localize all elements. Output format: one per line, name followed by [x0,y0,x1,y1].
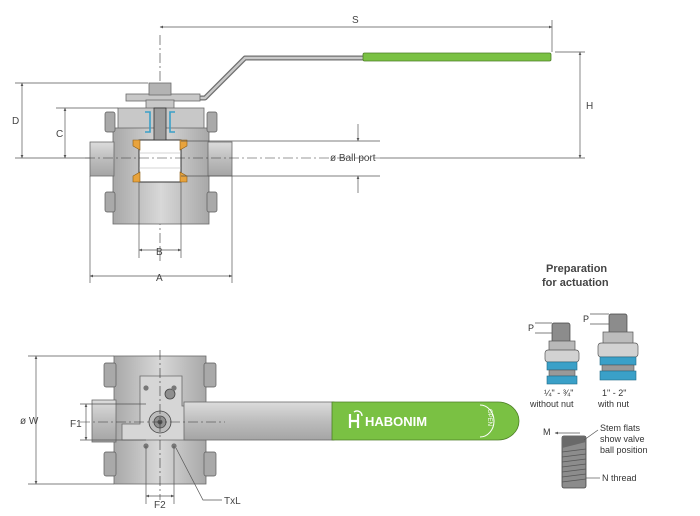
stem-with-nut-icon [597,313,639,381]
bottom-view-left-end [91,399,117,443]
seat-icon [179,171,188,183]
stop-pin-icon [164,388,176,400]
dimension-h-label: H [586,101,593,112]
bolt-icon [103,451,117,477]
bottom-view-handle-grip [331,401,520,441]
large-size-range: 1" - 2" [602,388,626,398]
bottom-view [80,350,520,500]
dimension-s-label: S [352,15,359,26]
habonim-logo-icon [348,410,363,428]
dimension-f2-label: F2 [154,500,166,511]
dimension-p-right-label: P [583,314,589,324]
dimension-a-label: A [156,273,163,284]
dimension-f1-label: F1 [70,419,82,430]
dimension-b-label: B [156,247,163,258]
top-view-left-end [89,141,115,177]
stem-note-line1: Stem flats [600,423,641,433]
stem-without-nut-icon [544,322,580,385]
bolt-icon [103,362,117,388]
stem-note-line3: ball position [600,445,648,455]
threaded-stem-icon [561,435,587,489]
small-size-note: without nut [529,399,574,409]
bolt-icon [206,191,218,213]
dimension-txl-label: TxL [224,496,241,507]
bolt-icon [203,451,217,477]
mounting-hole-icon [171,385,177,391]
top-view-stem [153,107,167,141]
large-size-note: with nut [597,399,630,409]
actuation-title-line2: for actuation [542,277,609,289]
mounting-hole-icon [143,385,149,391]
bolt-icon [104,191,116,213]
top-view-handle-lever [160,55,365,101]
top-view-right-end [207,141,233,177]
top-view-ball-cavity [138,139,182,183]
seat-icon [132,171,141,183]
open-direction-icon [479,404,495,438]
n-thread-label: N thread [602,473,637,483]
dimension-d-label: D [12,116,19,127]
dimension-w-label: ø W [20,416,39,427]
seat-icon [179,139,188,151]
seat-icon [132,139,141,151]
top-view-stem-nut [148,82,172,96]
handle-open-text: OPEN [486,409,492,426]
dimension-m-label: M [543,427,551,437]
bolt-icon [206,111,218,133]
top-view [85,35,552,262]
bolt-icon [104,111,116,133]
stem-note-line2: show valve [600,434,645,444]
bottom-view-handle-bar [183,401,335,441]
dimension-p-left-label: P [528,323,534,333]
small-size-range: ¼" - ¾" [544,388,573,398]
dimension-c-label: C [56,129,63,140]
actuation-title-line1: Preparation [546,263,607,275]
handle-brand-text: HABONIM [365,414,427,429]
top-view-handle-grip [362,52,552,62]
bolt-icon [203,362,217,388]
ball-port-label: ø Ball port [330,153,376,164]
